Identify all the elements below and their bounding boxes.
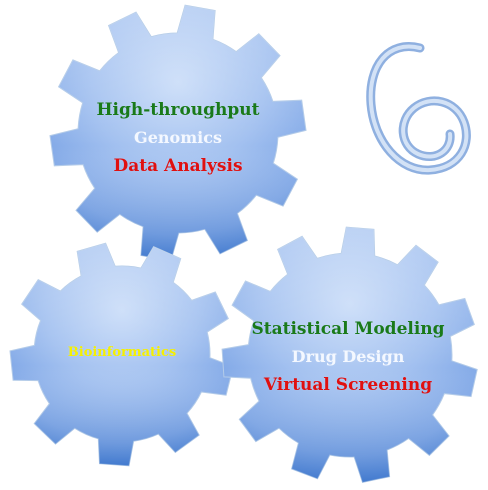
gear-top-label-2: Genomics: [134, 128, 222, 147]
gear-top-shade: [50, 5, 306, 261]
gear-left: [9, 242, 234, 467]
gear-right-shade: [222, 227, 478, 483]
gear-right-label-3: Virtual Screening: [263, 375, 433, 395]
gear-right-label-2: Drug Design: [291, 347, 405, 366]
gear-right: [221, 226, 478, 483]
gear-left-label: Bioinformatics: [67, 345, 177, 360]
gear-top: [49, 4, 307, 262]
gear-top-label-3: Data Analysis: [113, 156, 243, 176]
gear-left-shade: [10, 243, 234, 466]
gear-right-label-1: Statistical Modeling: [251, 319, 445, 339]
gear-top-label-1: High-throughput: [96, 100, 260, 120]
spiral-coil-icon: [366, 42, 471, 175]
